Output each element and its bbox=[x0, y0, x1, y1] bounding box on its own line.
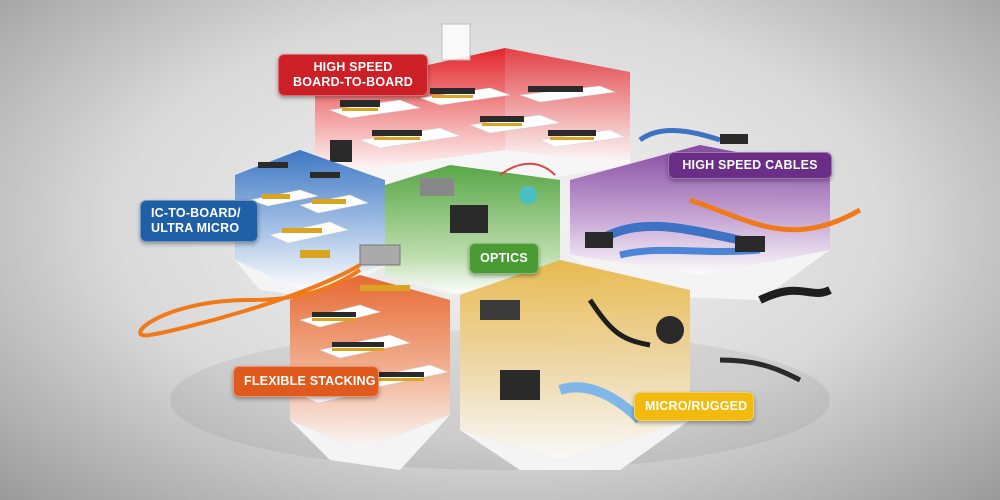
category-label-line-2: ULTRA MICRO bbox=[151, 221, 240, 235]
category-label-high-speed-board-to-board[interactable]: HIGH SPEED BOARD-TO-BOARD bbox=[278, 54, 428, 96]
category-label-ic-to-board[interactable]: IC-TO-BOARD/ ULTRA MICRO bbox=[140, 200, 258, 242]
category-label-line-2: BOARD-TO-BOARD bbox=[293, 75, 413, 89]
category-label-optics[interactable]: OPTICS bbox=[469, 243, 539, 274]
tile-micro-rugged bbox=[460, 260, 832, 470]
category-label-line-1: OPTICS bbox=[480, 251, 528, 265]
category-label-micro-rugged[interactable]: MICRO/RUGGED bbox=[634, 392, 754, 421]
category-label-line-1: MICRO/RUGGED bbox=[645, 399, 748, 413]
tile-flexible-stacking bbox=[138, 263, 450, 470]
tile-ic-to-board bbox=[235, 150, 385, 300]
category-label-line-1: HIGH SPEED CABLES bbox=[682, 158, 818, 172]
category-label-line-1: HIGH SPEED bbox=[313, 60, 393, 74]
category-label-high-speed-cables[interactable]: HIGH SPEED CABLES bbox=[668, 152, 832, 179]
category-label-line-1: IC-TO-BOARD/ bbox=[151, 206, 241, 220]
category-label-flexible-stacking[interactable]: FLEXIBLE STACKING bbox=[233, 366, 379, 397]
category-label-line-1: FLEXIBLE STACKING bbox=[244, 374, 376, 388]
